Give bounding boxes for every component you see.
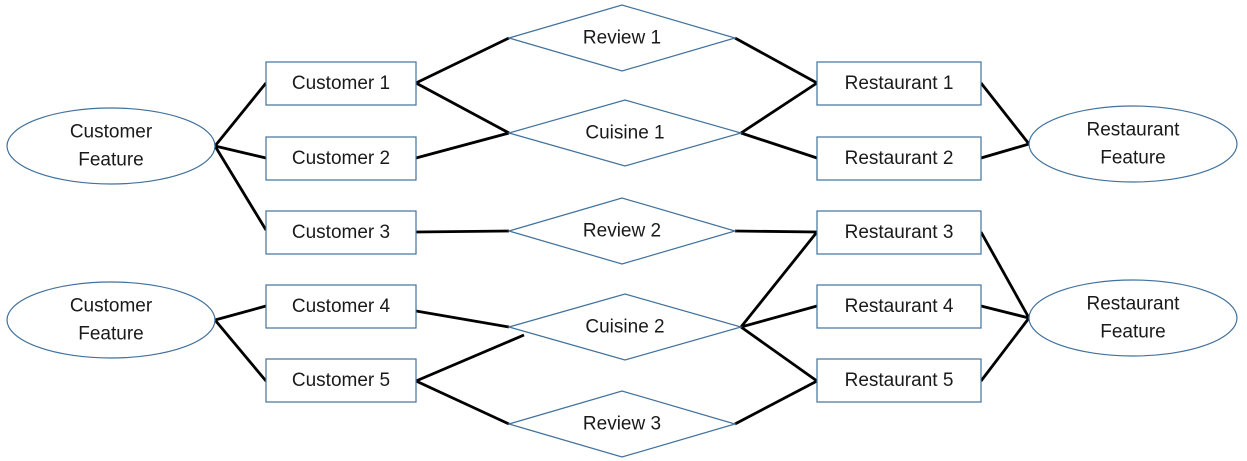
customer-node-c1: Customer 1 [265,61,417,106]
customer-box [265,358,417,403]
relation-node-cui1: Cuisine 1 [506,99,744,167]
restaurant-node-r5: Restaurant 5 [816,358,982,403]
feature-ellipse [6,281,216,359]
customer-label: Customer 4 [292,296,391,317]
edge-r1-rf1 [979,82,1031,145]
edge-cui2-r5 [740,325,818,383]
edge-r5-rf2 [979,317,1031,382]
edge-cf1-c2 [214,144,267,160]
customer-node-c2: Customer 2 [265,136,417,181]
edge-cf1-c3 [213,145,268,231]
relation-node-rev2: Review 2 [506,197,738,265]
edge-r3-rf2 [979,231,1031,319]
edge-c5-cui2 [415,333,525,383]
feature-ellipse [1028,279,1238,357]
customer-box [265,284,417,329]
restaurant-node-r3: Restaurant 3 [816,210,982,255]
relation-diamond [506,197,738,265]
restaurant-label: Restaurant 4 [845,296,954,317]
feature-label-line1: Customer [70,122,153,143]
edge-c1-rev1 [415,36,510,85]
relation-label: Cuisine 1 [585,123,664,144]
edge-cui2-r4 [740,304,818,329]
relation-label: Review 3 [583,414,661,435]
edge-cui1-r2 [740,131,818,160]
customer-box [265,136,417,181]
customer-box [265,210,417,255]
restaurant-box [816,136,982,181]
edge-cui1-r1 [740,81,818,135]
restaurant-label: Restaurant 1 [845,73,954,94]
feature-label-line1: Restaurant [1087,120,1181,141]
restaurant-label: Restaurant 5 [845,370,954,391]
edges-layer [213,36,1031,426]
edge-cf1-c1 [213,82,268,147]
restaurant-node-r2: Restaurant 2 [816,136,982,181]
restaurant-label: Restaurant 3 [845,222,954,243]
feature-label-line2: Feature [78,150,143,171]
restaurant-label: Restaurant 2 [845,148,954,169]
feature-label-line2: Feature [1100,148,1165,169]
relation-label: Cuisine 2 [585,317,664,338]
customer-node-c5: Customer 5 [265,358,417,403]
customer-label: Customer 5 [292,370,390,391]
feature-label-line2: Feature [1100,322,1165,343]
relation-label: Review 1 [583,28,661,49]
customer-box [265,61,417,106]
feature-ellipse [6,107,216,185]
relation-diamond [506,4,738,72]
customer-node-c3: Customer 3 [265,210,417,255]
customer-label: Customer 2 [292,148,390,169]
edge-r4-rf2 [980,304,1030,320]
edge-rev3-r5 [734,379,818,426]
restaurant-node-r4: Restaurant 4 [816,284,982,329]
relation-diamond [506,99,744,167]
customer-node-c4: Customer 4 [265,284,417,329]
relation-diamond [506,390,738,458]
customer-label: Customer 3 [292,222,390,243]
restaurant-node-r1: Restaurant 1 [816,61,982,106]
relation-node-rev1: Review 1 [506,4,738,72]
relation-node-cui2: Cuisine 2 [506,293,744,361]
edge-cf2-c4 [214,304,267,322]
restaurant-box [816,61,982,106]
edge-c2-cui1 [415,131,510,160]
edge-c5-rev3 [415,379,510,426]
edge-rev2-r3 [734,229,818,234]
feature-label-line1: Restaurant [1087,294,1181,315]
edge-cf2-c5 [213,319,268,382]
edge-c1-cui1 [415,81,510,135]
feature-ellipse [1028,105,1238,183]
relation-node-rev3: Review 3 [506,390,738,458]
feature-label-line1: Customer [70,296,153,317]
edge-r2-rf1 [980,142,1030,160]
edge-c4-cui2 [415,309,510,329]
restaurant-box [816,284,982,329]
relation-diamond [506,293,744,361]
edge-cui2-r3 [739,231,819,328]
restaurant-box [816,358,982,403]
nodes-layer: CustomerFeatureCustomerFeatureRestaurant… [6,4,1238,458]
restaurant-box [816,210,982,255]
edge-c3-rev2 [415,229,510,234]
relation-label: Review 2 [583,221,661,242]
customer-label: Customer 1 [292,73,390,94]
feature-label-line2: Feature [78,324,143,345]
edge-rev1-r1 [734,36,818,85]
